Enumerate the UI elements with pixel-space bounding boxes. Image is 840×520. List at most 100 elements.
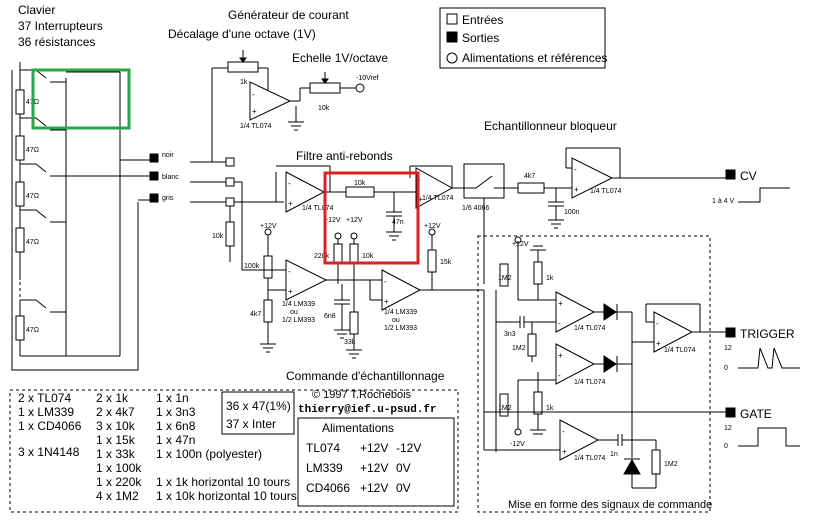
supply-positive: +12V [360,441,388,455]
svg-text:+: + [656,339,661,348]
legend-output-symbol [446,31,458,43]
trigger-output: TRIGGER 12 0 [724,327,800,372]
input-connector [225,177,235,187]
highlight-box-red [323,171,420,265]
supply-positive: +12V [360,481,388,495]
wire-label-blanc: blanc [162,174,179,181]
shaping-title: Mise en forme des signaux de commande [508,499,712,511]
resistor-label: 1M2 [664,461,678,468]
shaping-dashed-box [477,235,711,513]
resistor-15k [427,249,437,273]
trigger-output-connector [725,327,736,338]
resistor-label: 1M2 [498,275,512,282]
opamp-label: 1/4 TL074 [302,205,334,212]
supply-chip: CD4066 [306,481,350,495]
keyboard-resistor-count: 36 résistances [18,35,95,49]
keyboard-resistor [15,89,25,115]
comparator-label: 1/2 LM393 [282,317,315,324]
legend-outputs: Sorties [462,31,499,45]
legend-input-symbol [446,13,458,25]
keyboard-title: Clavier [18,3,55,17]
filter-section: Filtre anti-rebonds 10k - + 1/4 TL074 10… [212,149,464,284]
opamp-label: 1/4 TL074 [422,195,454,202]
svg-text:+: + [288,199,293,208]
diode [603,303,617,321]
part-item: 1 x 15k [96,433,136,447]
resistor-10k [349,243,359,265]
gate-level-high: 12 [724,425,732,432]
resistor-label: 15k [440,259,452,266]
part-item: 1 x 10k horizontal 10 tours [156,489,297,503]
gate-output: GATE 12 0 [724,407,800,450]
svg-text:-: - [252,90,255,99]
supply-label: +12V [260,223,277,230]
comparator-label: ou [290,309,298,316]
keyboard-parts-box [221,391,295,435]
gate-level-low: 0 [724,443,728,450]
part-item: 1 x 1n [156,391,189,405]
comparator-b [381,269,422,311]
comparator-a [285,259,328,301]
opamp-trigger [653,311,694,353]
comparator-label: 1/4 LM339 [282,301,315,308]
supply-label: +12V [324,217,341,224]
capacitor-label: 1n [610,451,618,458]
potentiometer-1k [227,61,259,73]
opamp-label: 1/4 TL074 [574,325,606,332]
resistor-220k [333,243,343,265]
cv-label: CV [740,169,757,183]
opamp-tl074 [249,81,292,121]
part-item: 1 x LM339 [18,405,74,419]
keyboard-frame-wire [11,70,139,371]
potentiometer-10k [309,82,341,94]
part-item: 1 x 100n (polyester) [156,447,262,461]
vref-label: -10Vref [356,75,379,82]
svg-text:+: + [558,299,563,308]
resistor-1m2 [527,333,537,357]
output-connector-noir [149,153,159,163]
legend-power-symbol [446,52,458,64]
opamp-label: 1/4 TL074 [664,347,696,354]
svg-text:+: + [252,107,257,116]
cv-output: CV 1 à 4 V [712,169,790,205]
part-item: 1 x CD4066 [18,419,82,433]
resistor-value-label: 47Ω [26,327,39,334]
resistor-1k [533,261,543,285]
resistor-label: 220k [314,253,330,260]
resistor-filter-10k [345,186,375,198]
parts-column-capacitors: 1 x 1n 1 x 3n3 1 x 6n8 1 x 47n 1 x 100n … [156,391,297,503]
resistor-100k [263,255,273,279]
svg-text:-: - [574,165,577,174]
resistor-label: 33k [344,339,356,346]
gate-label: GATE [740,407,772,421]
part-item: 1 x 220k [96,475,142,489]
keyboard-switch [20,299,66,313]
sampling-command-section: Commande d'échantillonnage +12V 100k 4k7… [242,223,484,383]
cv-waveform [738,187,790,203]
supply-negative: 0V [396,461,411,475]
parts-list: 2 x TL074 1 x LM339 1 x CD4066 3 x 1N414… [9,389,459,513]
comparator-label: 1/4 LM339 [384,309,417,316]
capacitor-label: 3n3 [504,331,516,338]
supply-label: +12V [346,217,363,224]
vref-terminal [355,83,365,93]
capacitor-label: 100n [564,209,580,216]
part-item: 3 x 10k [96,419,136,433]
gate-output-connector [725,407,736,418]
resistor-1m2 [651,449,661,475]
legend-box: Entrées Sorties Alimentations et référen… [439,7,607,69]
resistor-33k [349,311,359,335]
cv-level: 1 à 4 V [712,198,735,205]
resistor-label: 4k7 [524,173,535,180]
opamp-gate [559,419,600,461]
octave-offset-label: Décalage d'une octave (1V) [168,27,316,41]
comparator-label: 1/2 LM393 [384,325,417,332]
opamp-shaping-2 [555,343,596,385]
output-connector-gris [149,193,159,203]
opamp-label: 1/4 TL074 [574,455,606,462]
part-item: 2 x 4k7 [96,405,135,419]
resistor-label: 1M2 [498,405,512,412]
ground-symbol [288,121,304,131]
supplies-table-box [297,417,455,507]
